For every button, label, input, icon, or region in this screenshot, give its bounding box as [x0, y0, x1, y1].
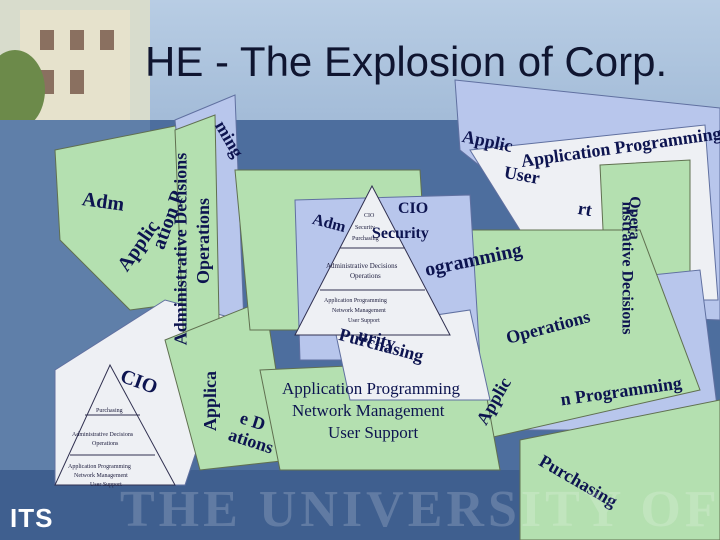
- pyramid-network-management: Network Management: [332, 308, 386, 314]
- security-label-main: Security: [372, 225, 429, 242]
- org-pyramid: [294, 184, 451, 336]
- mini-network-management: Network Management: [74, 473, 128, 479]
- mini-operations: Operations: [92, 441, 119, 447]
- opera-fragment: Opera: [625, 196, 643, 240]
- applica-vertical-fragment: Applica: [200, 370, 221, 432]
- slide-title: HE - The Explosion of Corp.: [145, 38, 668, 85]
- pyramid-security-small: Security: [355, 225, 375, 231]
- pyramid-admin-decisions: Administrative Decisions: [326, 262, 398, 270]
- adm-fragment: Adm: [80, 188, 126, 216]
- university-watermark: THE UNIVERSITY OF TEXAS: [120, 481, 720, 538]
- page-shape: [519, 399, 720, 540]
- network-management-label: Network Management: [292, 401, 445, 420]
- pyramid-purchasing-small: Purchasing: [352, 236, 379, 242]
- cio-label: CIO: [398, 200, 429, 217]
- pyramid-cio-small: CIO: [364, 213, 375, 219]
- app-programming-label: Application Programming: [282, 379, 461, 398]
- user-support-label: User Support: [328, 423, 419, 442]
- admin-decisions-vertical: Administrative Decisions: [170, 152, 191, 346]
- mini-app-programming: Application Programming: [68, 464, 131, 470]
- mini-admin-decisions: Administrative Decisions: [72, 432, 134, 438]
- operations-vertical: Operations: [193, 197, 214, 285]
- pyramid-app-programming: Application Programming: [324, 298, 387, 304]
- its-logo: ITS: [10, 503, 54, 533]
- pyramid-operations: Operations: [350, 272, 381, 280]
- mini-user-support: User Support: [90, 482, 122, 488]
- pyramid-user-support: User Support: [348, 318, 380, 324]
- mini-purchasing: Purchasing: [96, 408, 123, 414]
